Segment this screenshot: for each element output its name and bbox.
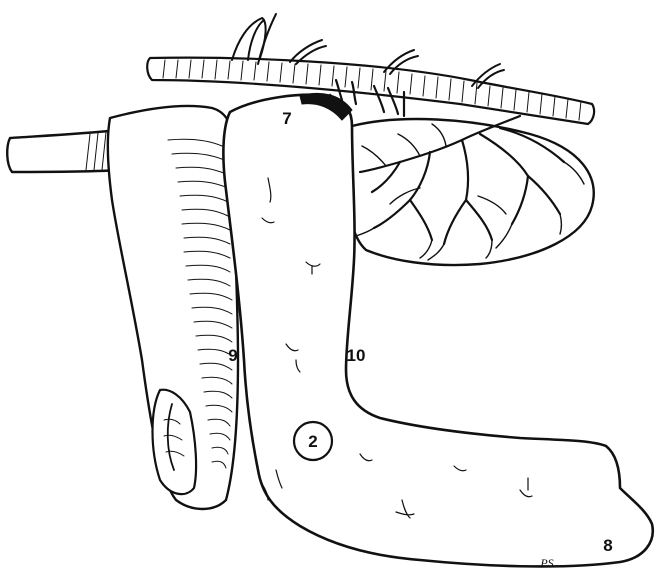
label-8: 8 xyxy=(603,536,612,555)
label-10: 10 xyxy=(347,346,366,365)
spleen xyxy=(346,116,594,265)
label-7: 7 xyxy=(282,109,291,128)
circled-label-2: 2 xyxy=(294,422,332,460)
artist-signature: PS xyxy=(539,556,553,570)
stomach xyxy=(7,106,238,509)
label-9: 9 xyxy=(228,346,237,365)
label-2: 2 xyxy=(308,432,317,451)
